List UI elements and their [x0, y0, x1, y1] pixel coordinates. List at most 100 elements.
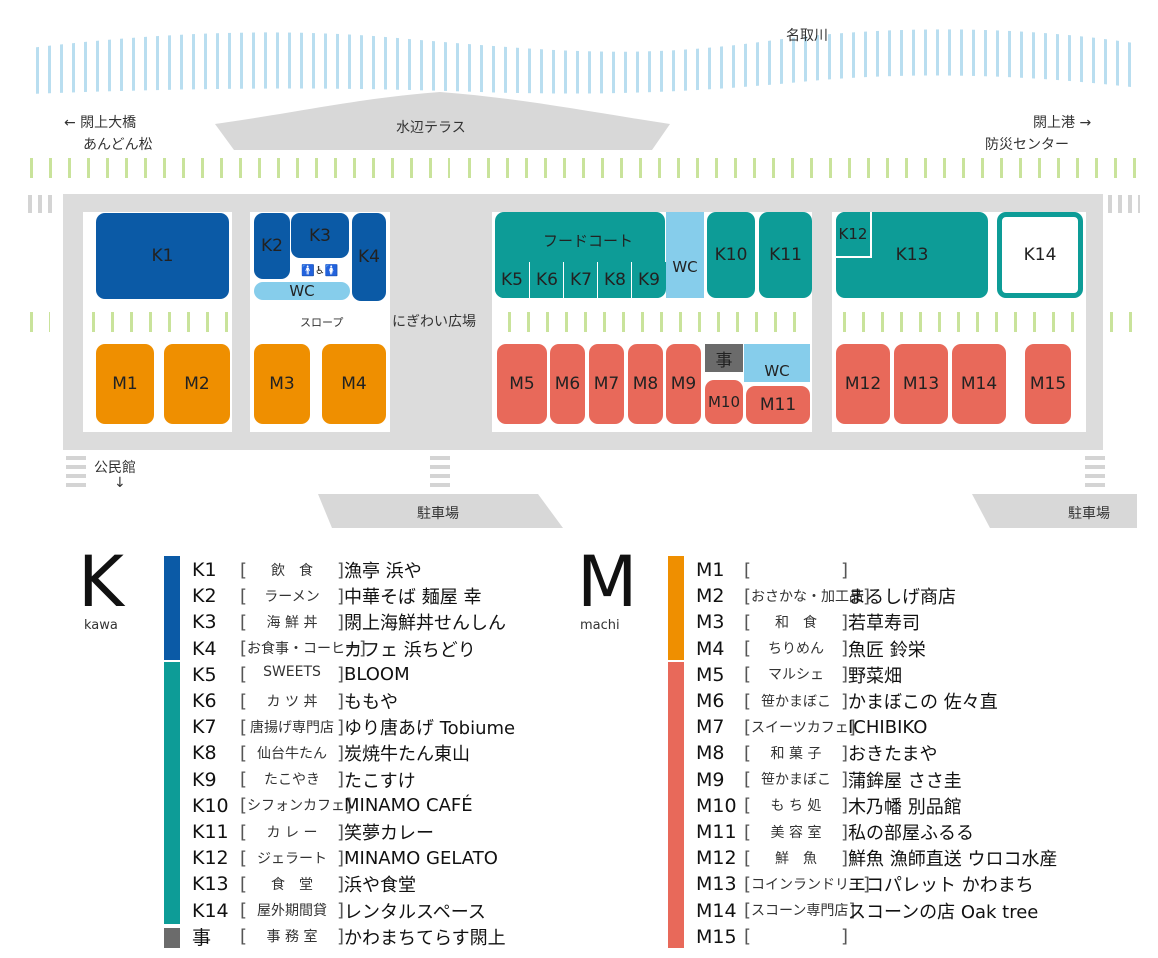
legend-row[interactable]: K7[唐揚げ専門店]ゆり唐あげ Tobiume	[192, 714, 515, 740]
unit-m3[interactable]: M3	[254, 344, 310, 424]
legend-row-name: レンタルスペース	[344, 901, 486, 923]
bracket-close: ]	[840, 742, 848, 764]
bracket-close: ]	[840, 638, 848, 660]
unit-m7[interactable]: M7	[589, 344, 624, 424]
office-room[interactable]: 事	[705, 344, 743, 372]
unit-m5[interactable]: M5	[497, 344, 547, 424]
unit-m6[interactable]: M6	[550, 344, 585, 424]
unit-m11[interactable]: M11	[746, 386, 810, 424]
legend-row[interactable]: K1[飲 食]漁亭 浜や	[192, 557, 422, 583]
legend-row[interactable]: M4[ちりめん]魚匠 鈴栄	[696, 636, 926, 662]
unit-m13[interactable]: M13	[894, 344, 948, 424]
unit-k5[interactable]: K5	[495, 262, 529, 298]
gray-stripes-hall	[66, 456, 86, 490]
unit-k14[interactable]: K14	[997, 212, 1083, 298]
legend-k-bar-blue	[164, 556, 180, 660]
unit-k3[interactable]: K3	[291, 213, 349, 258]
unit-k10[interactable]: K10	[707, 212, 755, 298]
legend-row[interactable]: M2[おさかな・加工品]まるしげ商店	[696, 583, 956, 609]
legend-row[interactable]: K13[食 堂]浜や食堂	[192, 871, 416, 897]
unit-k1[interactable]: K1	[96, 213, 229, 299]
legend-row-category-text: 和 食	[775, 614, 817, 631]
legend-row-category: [お食事・コーヒー]	[240, 638, 366, 659]
legend-row[interactable]: M15[]	[696, 924, 848, 950]
tree-stripes-mid-e	[1110, 312, 1140, 332]
unit-m9[interactable]: M9	[666, 344, 701, 424]
legend-row-id: 事	[192, 927, 212, 950]
wc-2[interactable]: WC	[666, 212, 704, 298]
unit-m2[interactable]: M2	[164, 344, 230, 424]
legend-row[interactable]: K6[カ ツ 丼]ももや	[192, 688, 398, 714]
legend-row[interactable]: 事[事 務 室]かわまちてらす閖上	[192, 924, 506, 950]
parking-label-2: 駐車場	[1068, 506, 1110, 522]
legend-row[interactable]: K10[シフォンカフェ]MINAMO CAFÉ	[192, 793, 473, 819]
unit-k9[interactable]: K9	[631, 262, 666, 298]
legend-row[interactable]: K12[ジェラート]MINAMO GELATO	[192, 845, 498, 871]
legend-row-name: 野菜畑	[848, 665, 902, 687]
unit-k12[interactable]: K12	[836, 212, 872, 258]
legend-row-id: M6	[696, 690, 725, 712]
bracket-open: [	[744, 873, 752, 895]
legend-row[interactable]: M11[美 容 室]私の部屋ふるる	[696, 819, 974, 845]
wc-3[interactable]: WC	[744, 344, 810, 382]
legend-row-category-text: 美 容 室	[770, 824, 822, 841]
unit-k7[interactable]: K7	[563, 262, 598, 298]
wc-1[interactable]: WC	[254, 282, 350, 300]
legend-row-name: カフェ 浜ちどり	[344, 639, 476, 661]
parking-shape-2	[972, 494, 1137, 528]
bracket-close: ]	[336, 873, 344, 895]
legend-row[interactable]: K8[仙台牛たん]炭焼牛たん東山	[192, 740, 470, 766]
bracket-close: ]	[336, 900, 344, 922]
unit-m14[interactable]: M14	[952, 344, 1006, 424]
bracket-open: [	[240, 900, 248, 922]
unit-m8[interactable]: M8	[628, 344, 663, 424]
bracket-open: [	[240, 795, 248, 817]
unit-m12[interactable]: M12	[836, 344, 890, 424]
legend-row-id: M4	[696, 637, 725, 660]
legend-row-id: K7	[192, 716, 217, 739]
bracket-close: ]	[336, 611, 344, 633]
legend-row[interactable]: K9[たこやき]たこすけ	[192, 767, 416, 793]
legend-row[interactable]: K5[SWEETS]BLOOM	[192, 662, 410, 688]
legend-row[interactable]: K2[ラーメン]中華そば 麺屋 幸	[192, 583, 481, 609]
legend-row[interactable]: K14[屋外期間貸]レンタルスペース	[192, 898, 486, 924]
legend-row[interactable]: K11[カ レ ー]笑夢カレー	[192, 819, 434, 845]
legend-row[interactable]: M14[スコーン専門店]スコーンの店 Oak tree	[696, 898, 1038, 924]
bracket-open: [	[744, 559, 752, 581]
legend-k-sub: kawa	[84, 618, 118, 633]
legend-row[interactable]: M5[マルシェ]野菜畑	[696, 662, 902, 688]
legend-row[interactable]: M7[スイーツカフェ]ICHIBIKO	[696, 714, 927, 740]
food-court-label: フードコート	[543, 232, 634, 250]
legend-row-category: [SWEETS]	[240, 664, 344, 685]
unit-k6[interactable]: K6	[529, 262, 564, 298]
legend-row-category: [たこやき]	[240, 769, 344, 790]
legend-row[interactable]: M9[笹かまぼこ]蒲鉾屋 ささ圭	[696, 767, 962, 793]
legend-row-category: [ラーメン]	[240, 586, 344, 607]
legend-row[interactable]: M8[和 菓 子]おきたまや	[696, 740, 937, 766]
unit-m15[interactable]: M15	[1025, 344, 1071, 424]
unit-m10[interactable]: M10	[705, 380, 743, 424]
unit-k2[interactable]: K2	[254, 213, 290, 279]
bracket-open: [	[744, 821, 752, 843]
legend-row-id: K3	[192, 611, 217, 634]
legend-row[interactable]: M13[コインランドリー]エコパレット かわまち	[696, 871, 1034, 897]
legend-row[interactable]: M3[和 食]若草寿司	[696, 609, 920, 635]
legend-row-category-text: ジェラート	[257, 850, 327, 867]
wc-1-icons: 🚹♿🚺	[290, 262, 350, 280]
legend-row[interactable]: M1[]	[696, 557, 848, 583]
legend-row[interactable]: K4[お食事・コーヒー]カフェ 浜ちどり	[192, 636, 476, 662]
legend-row[interactable]: M10[も ち 処]木乃幡 別品館	[696, 793, 962, 819]
legend-row-category: [カ レ ー]	[240, 822, 344, 843]
unit-m4[interactable]: M4	[322, 344, 386, 424]
legend-row-category: []	[744, 926, 848, 947]
bracket-close: ]	[848, 716, 856, 738]
legend-row[interactable]: M12[鮮 魚]鮮魚 漁師直送 ウロコ水産	[696, 845, 1057, 871]
unit-k8[interactable]: K8	[597, 262, 632, 298]
unit-k4[interactable]: K4	[352, 213, 386, 301]
legend-row[interactable]: M6[笹かまぼこ]かまぼこの 佐々直	[696, 688, 998, 714]
legend-row[interactable]: K3[海 鮮 丼]閖上海鮮丼せんしん	[192, 609, 506, 635]
bracket-open: [	[744, 585, 752, 607]
unit-k11[interactable]: K11	[759, 212, 812, 298]
unit-m1[interactable]: M1	[96, 344, 154, 424]
bracket-close: ]	[336, 847, 344, 869]
